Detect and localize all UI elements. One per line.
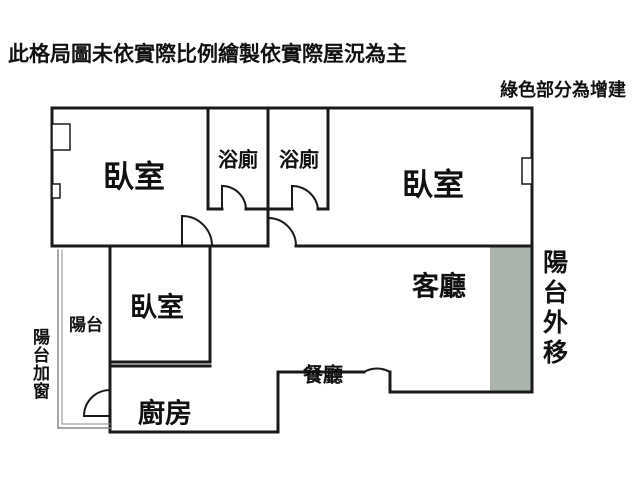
wall-bathrooms xyxy=(206,106,330,248)
door-top-left-bedroom xyxy=(181,214,214,248)
disclaimer-note: 此格局圖未依實際比例繪製依實際屋況為主 xyxy=(8,42,407,66)
door-bath-left xyxy=(221,184,248,211)
door-bath-right xyxy=(291,184,320,211)
window-left-small xyxy=(51,183,61,199)
extension-area xyxy=(490,247,532,392)
room-bedroom-middle: 臥室 xyxy=(130,292,184,324)
door-dining xyxy=(362,367,392,374)
room-bathroom-right: 浴廁 xyxy=(279,147,319,172)
room-living: 客廳 xyxy=(412,271,466,303)
label-balcony-window: 陽 台 加 窗 xyxy=(33,328,50,402)
wall-middle-bedroom xyxy=(108,244,212,364)
green-legend-note: 綠色部分為增建 xyxy=(500,80,626,101)
wall-bath-right-bottom xyxy=(266,106,330,211)
room-bedroom-top-right: 臥室 xyxy=(402,167,464,204)
window-top-left xyxy=(51,123,71,151)
room-dining: 餐廳 xyxy=(303,362,343,387)
room-kitchen: 廚房 xyxy=(138,398,192,430)
label-balcony-moved-out: 陽 台 外 移 xyxy=(543,248,569,367)
balcony-window-line2 xyxy=(61,249,111,425)
room-bedroom-top-left: 臥室 xyxy=(103,159,165,196)
room-bathroom-left: 浴廁 xyxy=(218,147,258,172)
door-top-right-bedroom xyxy=(266,216,298,248)
balcony-window-line xyxy=(57,249,111,429)
outer-wall xyxy=(50,106,534,434)
door-kitchen-balcony xyxy=(82,388,112,417)
window-right xyxy=(521,157,533,185)
room-balcony: 陽台 xyxy=(69,315,103,336)
